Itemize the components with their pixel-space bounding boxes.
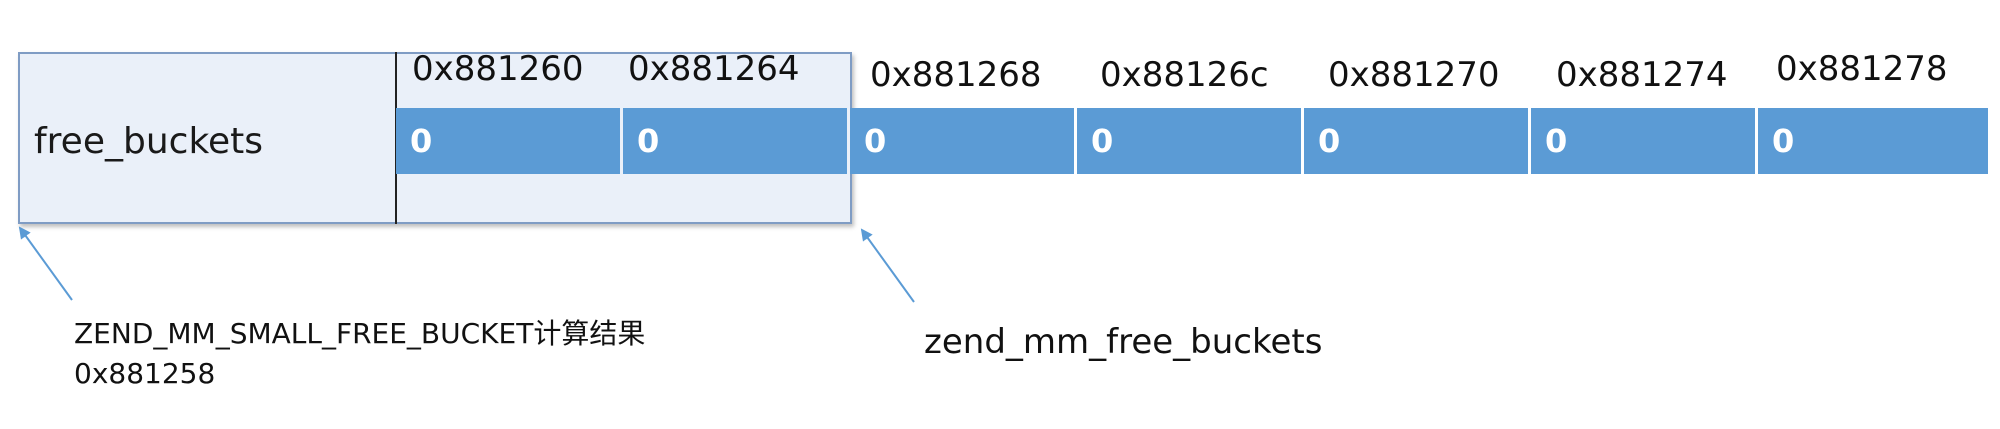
address-label: 0x881274 <box>1556 55 1728 95</box>
bucket-cell: 0 <box>1531 108 1755 174</box>
address-label: 0x881260 <box>412 49 584 89</box>
arrow-to-zend-mm-free-buckets <box>860 228 915 303</box>
small-free-bucket-annotation: ZEND_MM_SMALL_FREE_BUCKET计算结果 <box>74 317 646 350</box>
address-label: 0x88126c <box>1100 55 1269 95</box>
bucket-cell: 0 <box>1758 108 1988 174</box>
arrow-to-small-free-bucket <box>18 226 73 301</box>
address-label: 0x881278 <box>1776 49 1948 89</box>
address-label: 0x881264 <box>628 49 800 89</box>
bucket-cell: 0 <box>623 108 847 174</box>
bucket-cell: 0 <box>1077 108 1301 174</box>
bucket-cell: 0 <box>1304 108 1528 174</box>
bucket-cell: 0 <box>396 108 620 174</box>
bucket-cell: 0 <box>850 108 1074 174</box>
small-free-bucket-address: 0x881258 <box>74 357 216 390</box>
address-label: 0x881270 <box>1328 55 1500 95</box>
row-label: free_buckets <box>34 121 264 162</box>
address-label: 0x881268 <box>870 55 1042 95</box>
free-buckets-annotation: zend_mm_free_buckets <box>924 322 1323 362</box>
